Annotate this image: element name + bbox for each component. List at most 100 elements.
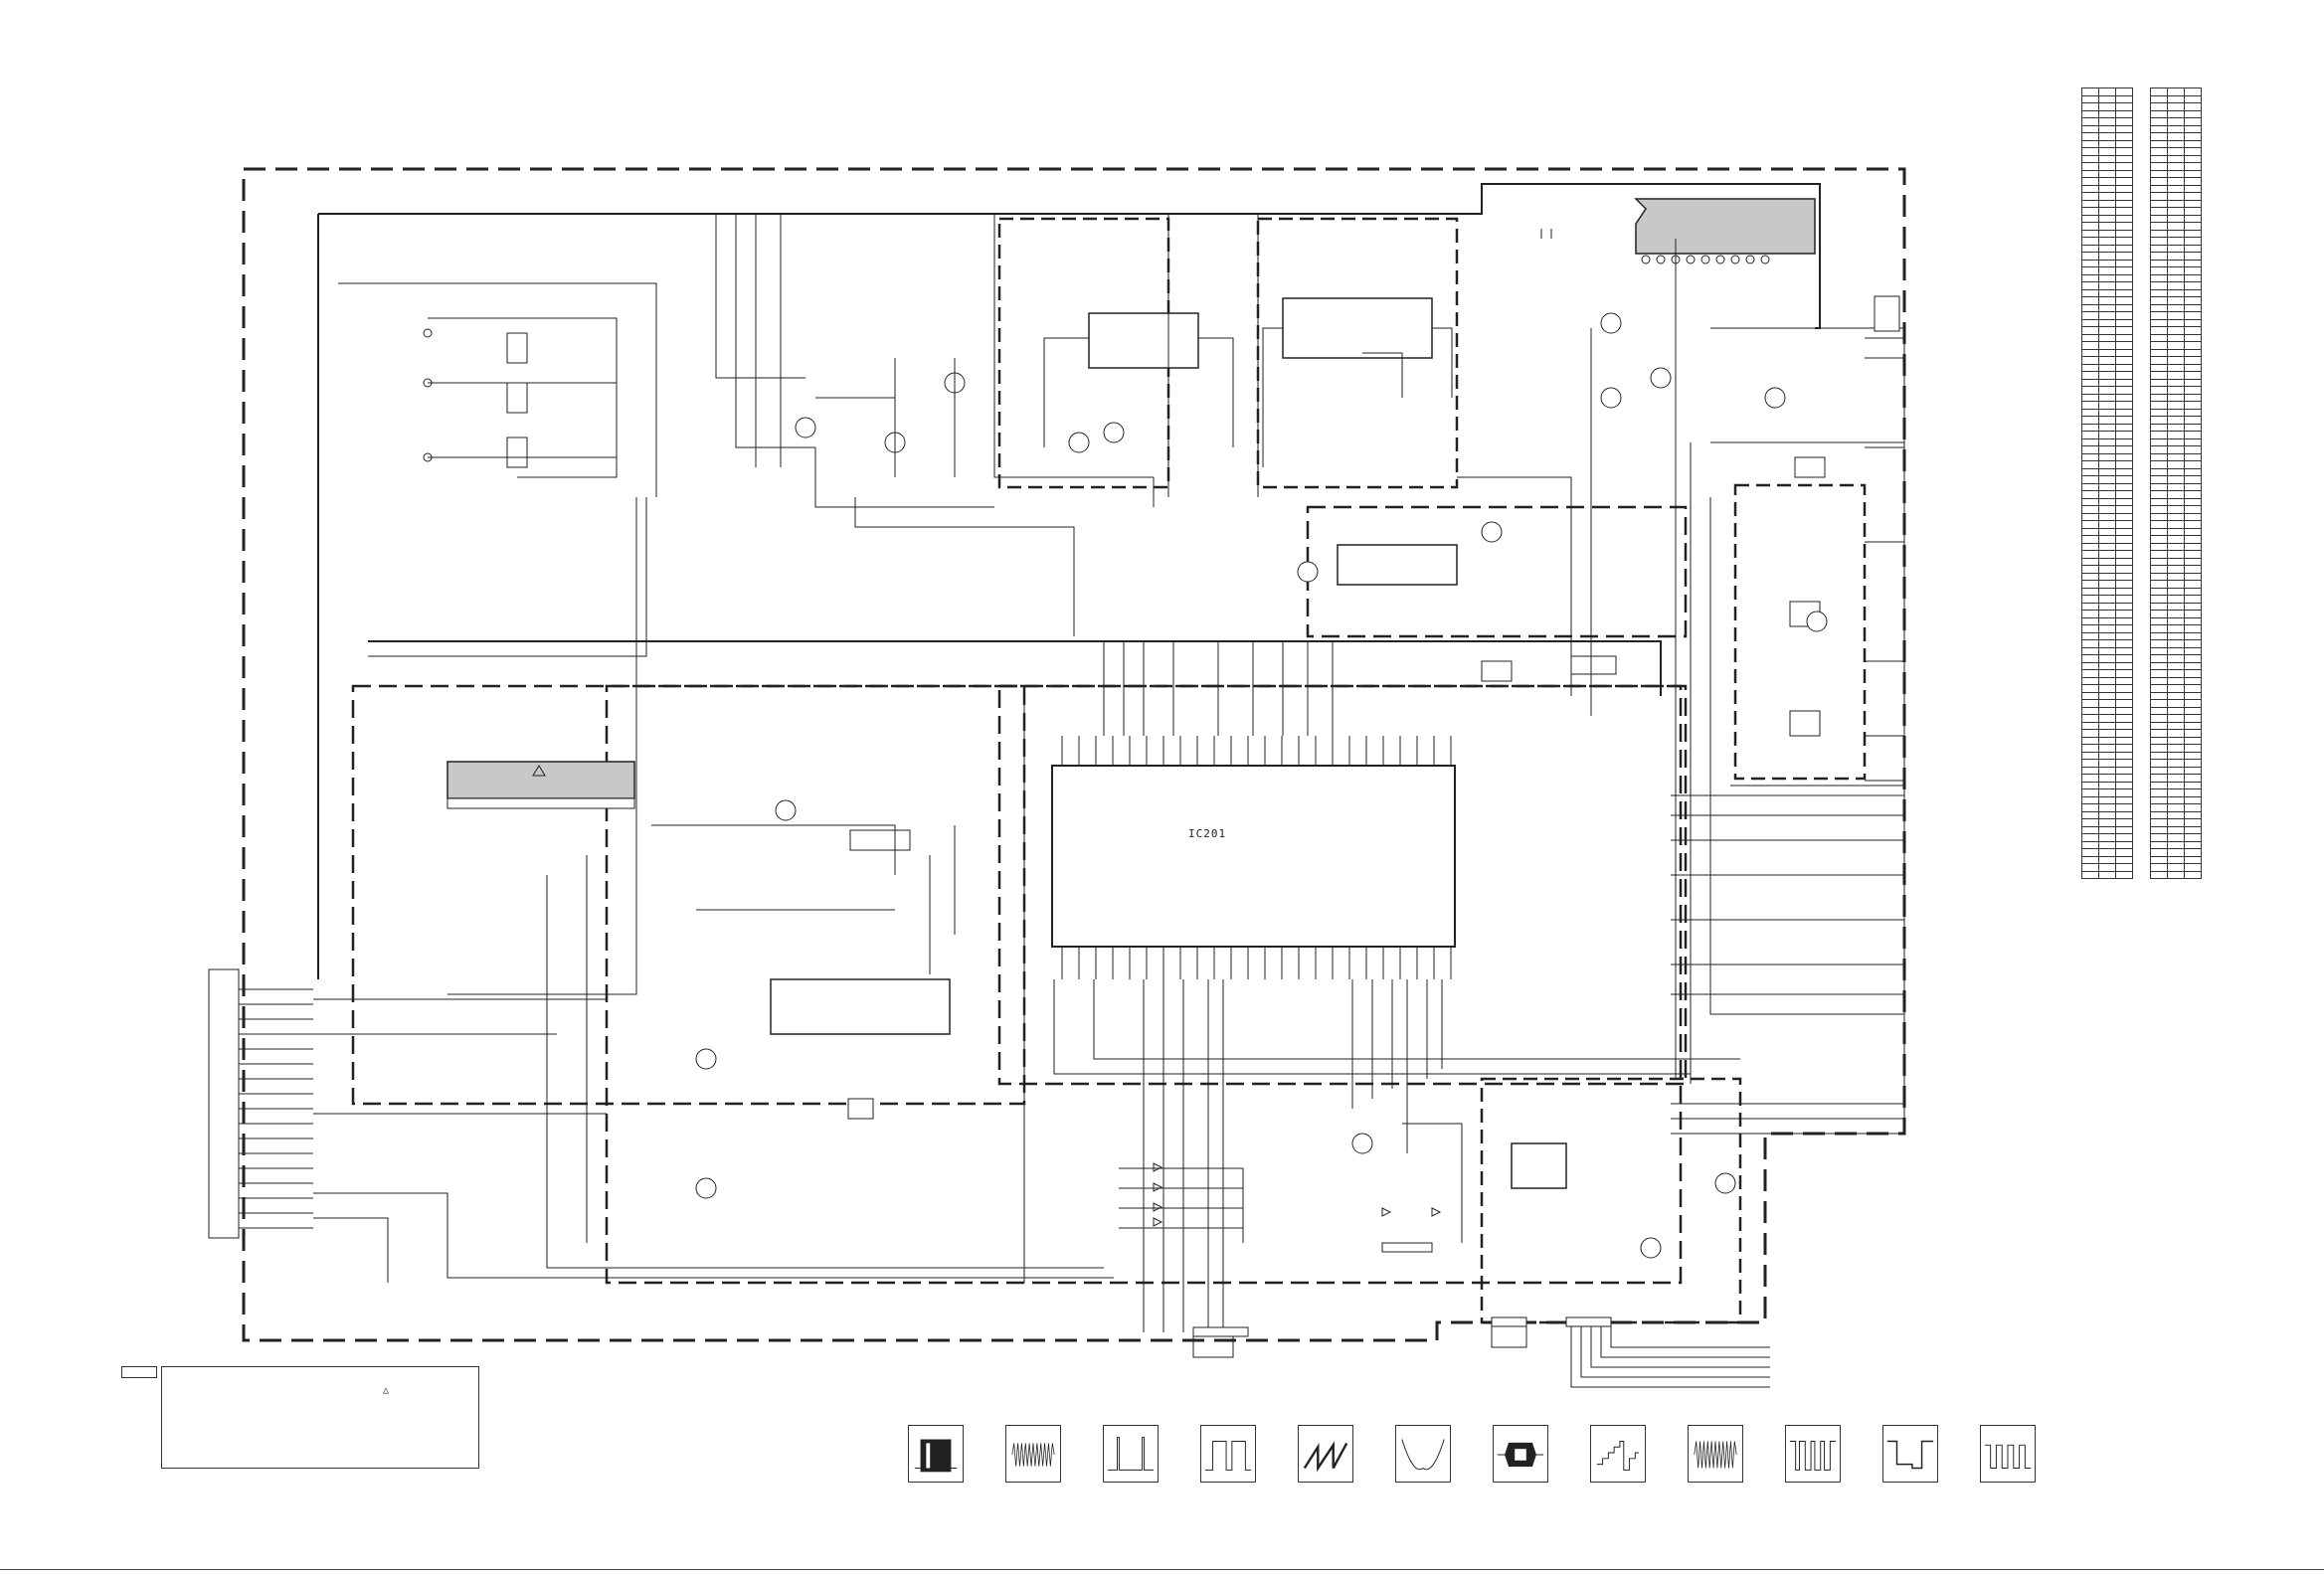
table-cell xyxy=(2167,699,2185,708)
table-cell xyxy=(2115,132,2133,141)
table-cell xyxy=(2150,378,2168,387)
table-cell xyxy=(2081,124,2099,133)
table-cell xyxy=(2167,736,2185,745)
table-cell xyxy=(2081,595,2099,604)
table-cell xyxy=(2115,192,2133,201)
table-cell xyxy=(2184,333,2202,342)
table-row xyxy=(2150,438,2202,446)
table-row xyxy=(2150,348,2202,357)
table-cell xyxy=(2098,169,2116,178)
table-cell xyxy=(2184,774,2202,783)
table-cell xyxy=(2150,371,2168,380)
table-cell xyxy=(2167,639,2185,648)
table-row xyxy=(2081,818,2133,827)
table-cell xyxy=(2167,795,2185,804)
table-row xyxy=(2150,416,2202,425)
table-cell xyxy=(2081,348,2099,357)
table-cell xyxy=(2098,639,2116,648)
table-row xyxy=(2150,371,2202,380)
table-cell xyxy=(2098,602,2116,611)
table-cell xyxy=(2115,863,2133,872)
top-right-ic xyxy=(1634,198,1816,255)
table-cell xyxy=(2167,490,2185,499)
table-cell xyxy=(2081,542,2099,551)
table-cell xyxy=(2098,572,2116,581)
table-cell xyxy=(2184,661,2202,670)
table-cell xyxy=(2081,102,2099,111)
table-cell xyxy=(2081,139,2099,148)
table-cell xyxy=(2081,803,2099,812)
table-cell xyxy=(2098,729,2116,738)
table-cell xyxy=(2167,273,2185,282)
table-cell xyxy=(2150,431,2168,439)
table-cell xyxy=(2167,744,2185,753)
table-cell xyxy=(2115,184,2133,193)
table-row xyxy=(2081,184,2133,193)
table-cell xyxy=(2150,214,2168,223)
table-cell xyxy=(2184,139,2202,148)
table-row xyxy=(2081,266,2133,275)
table-cell xyxy=(2081,132,2099,141)
table-cell xyxy=(2184,102,2202,111)
table-cell xyxy=(2167,542,2185,551)
table-cell xyxy=(2081,676,2099,685)
table-cell xyxy=(2098,542,2116,551)
table-row xyxy=(2081,587,2133,596)
table-cell xyxy=(2115,259,2133,267)
table-cell xyxy=(2081,378,2099,387)
table-cell xyxy=(2184,408,2202,417)
table-row xyxy=(2150,401,2202,410)
table-cell xyxy=(2115,505,2133,514)
table-cell xyxy=(2098,855,2116,864)
table-cell xyxy=(2184,691,2202,700)
table-cell xyxy=(2184,162,2202,171)
table-cell xyxy=(2167,751,2185,760)
table-cell xyxy=(2167,363,2185,372)
table-cell xyxy=(2167,475,2185,484)
table-row xyxy=(2081,810,2133,819)
table-cell xyxy=(2081,587,2099,596)
table-cell xyxy=(2098,348,2116,357)
table-cell xyxy=(2184,490,2202,499)
table-cell xyxy=(2150,475,2168,484)
table-cell xyxy=(2115,237,2133,246)
table-cell xyxy=(2098,863,2116,872)
table-cell xyxy=(2098,303,2116,312)
table-cell xyxy=(2150,646,2168,655)
block-bottomright xyxy=(1480,1077,1742,1324)
table-row xyxy=(2150,244,2202,253)
table-cell xyxy=(2184,646,2202,655)
table-cell xyxy=(2098,162,2116,171)
table-cell xyxy=(2150,154,2168,163)
table-cell xyxy=(2098,281,2116,290)
table-cell xyxy=(2184,109,2202,118)
ic-small7 xyxy=(849,829,911,851)
table-row xyxy=(2081,169,2133,178)
table-row xyxy=(2081,684,2133,693)
table-cell xyxy=(2098,177,2116,186)
table-row xyxy=(2081,124,2133,133)
table-cell xyxy=(2150,192,2168,201)
table-cell xyxy=(2081,810,2099,819)
table-row xyxy=(2150,669,2202,678)
table-cell xyxy=(2098,452,2116,461)
table-row xyxy=(2150,766,2202,775)
table-row xyxy=(2081,162,2133,171)
table-row xyxy=(2150,184,2202,193)
table-row xyxy=(2081,102,2133,111)
table-cell xyxy=(2167,88,2185,96)
table-row xyxy=(2081,393,2133,402)
table-cell xyxy=(2115,557,2133,566)
table-cell xyxy=(2167,520,2185,529)
table-row xyxy=(2081,512,2133,521)
table-cell xyxy=(2184,825,2202,834)
table-cell xyxy=(2184,378,2202,387)
table-cell xyxy=(2184,684,2202,693)
table-row xyxy=(2081,527,2133,536)
table-cell xyxy=(2167,595,2185,604)
table-cell xyxy=(2098,527,2116,536)
table-cell xyxy=(2167,467,2185,476)
table-cell xyxy=(2115,177,2133,186)
table-row xyxy=(2150,654,2202,663)
table-cell xyxy=(2150,139,2168,148)
